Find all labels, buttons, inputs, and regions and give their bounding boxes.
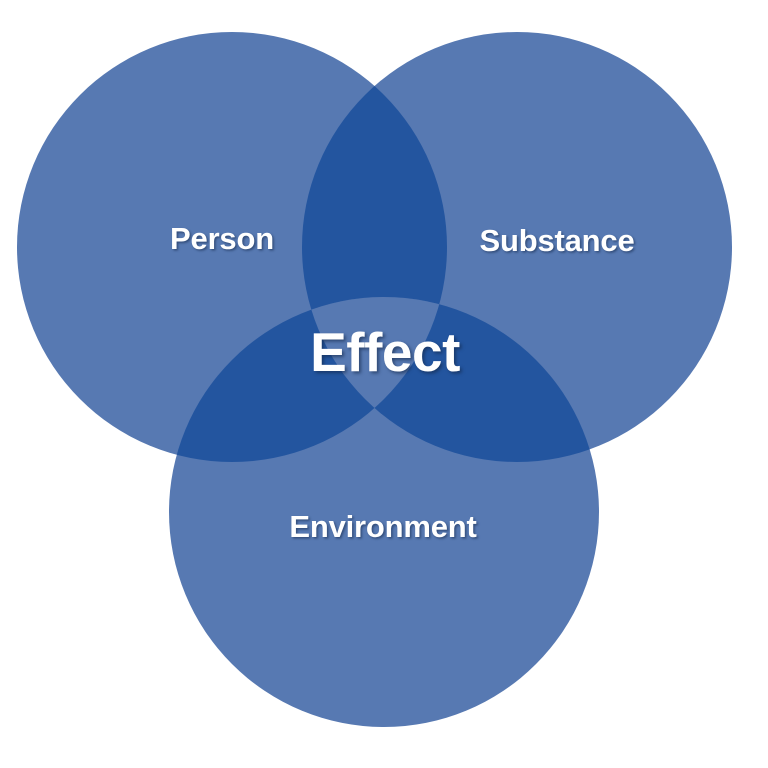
triple-intersection-region <box>302 297 447 462</box>
